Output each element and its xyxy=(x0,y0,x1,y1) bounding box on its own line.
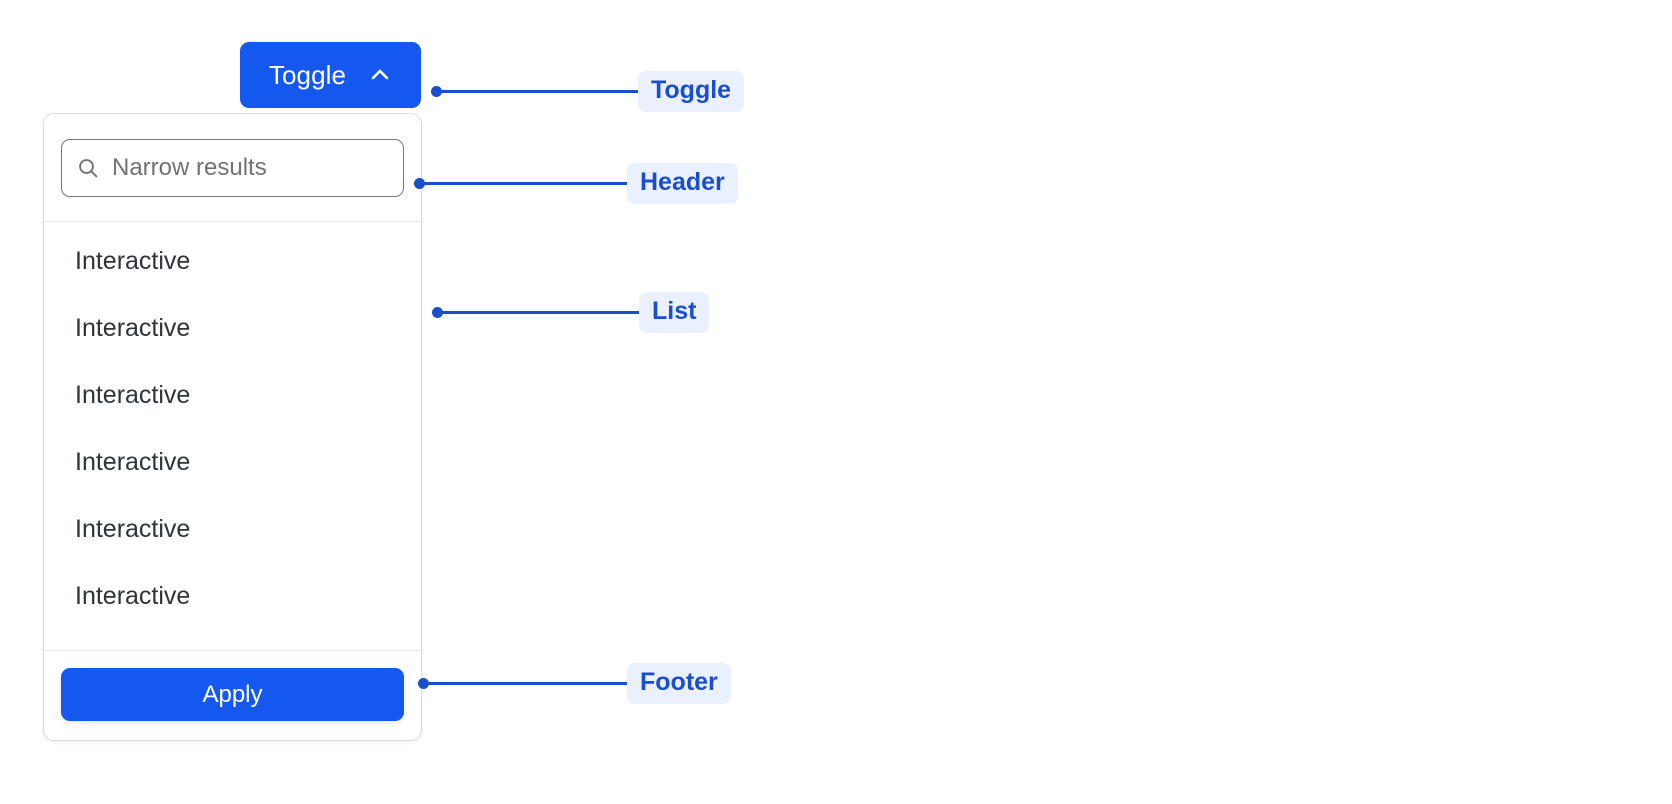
annotation-label-header: Header xyxy=(627,163,738,204)
list-item-label: Interactive xyxy=(75,448,191,476)
annotation-label-footer: Footer xyxy=(627,663,731,704)
annotation-line xyxy=(442,311,639,314)
apply-button[interactable]: Apply xyxy=(61,668,404,721)
list-item-label: Interactive xyxy=(75,247,191,275)
dropdown-panel: Interactive Interactive Interactive Inte… xyxy=(43,113,422,741)
search-icon xyxy=(76,156,100,180)
toggle-button-label: Toggle xyxy=(268,60,347,90)
dropdown-footer: Apply xyxy=(44,650,421,740)
annotation-line xyxy=(428,682,627,685)
chevron-up-icon xyxy=(368,63,392,87)
annotation-list: List xyxy=(432,292,710,333)
list-item[interactable]: Interactive xyxy=(44,295,421,362)
list-item-label: Interactive xyxy=(75,515,191,543)
list-item-label: Interactive xyxy=(75,314,191,342)
list-item[interactable]: Interactive xyxy=(44,228,421,295)
annotation-dot xyxy=(432,307,443,318)
annotation-header: Header xyxy=(414,163,738,204)
dropdown-header xyxy=(44,114,421,222)
annotation-label-toggle: Toggle xyxy=(638,71,745,112)
toggle-button[interactable]: Toggle xyxy=(240,42,421,108)
annotation-dot xyxy=(431,86,442,97)
list-item-label: Interactive xyxy=(75,381,191,409)
list-item-label: Interactive xyxy=(75,582,191,610)
search-input[interactable] xyxy=(112,154,389,182)
annotation-dot xyxy=(414,178,425,189)
list-item[interactable]: Interactive xyxy=(44,429,421,496)
annotation-dot xyxy=(418,678,429,689)
annotation-label-list: List xyxy=(639,292,710,333)
search-field-wrapper[interactable] xyxy=(61,139,404,197)
annotation-line xyxy=(441,90,638,93)
list-item[interactable]: Interactive xyxy=(44,362,421,429)
list-item[interactable]: Interactive xyxy=(44,563,421,630)
annotation-footer: Footer xyxy=(418,663,731,704)
annotation-line xyxy=(424,182,627,185)
list-item[interactable]: Interactive xyxy=(44,496,421,563)
dropdown-list: Interactive Interactive Interactive Inte… xyxy=(44,222,421,650)
annotation-toggle: Toggle xyxy=(431,71,745,112)
